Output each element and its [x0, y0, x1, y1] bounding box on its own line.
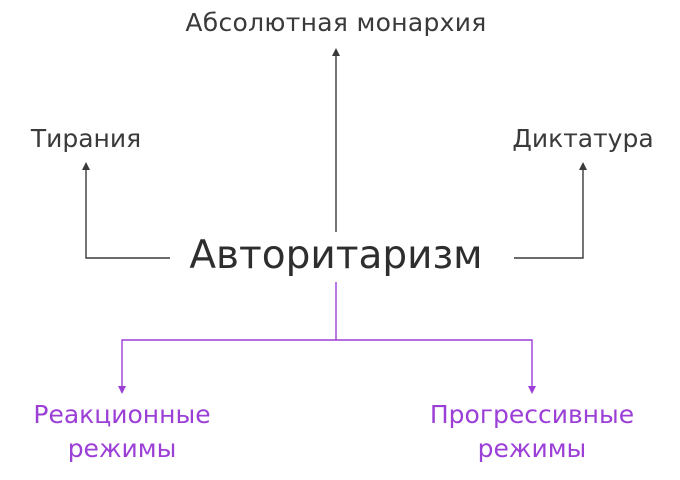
- node-progressive-line1: Прогрессивные: [429, 400, 635, 429]
- node-reactionary-line1: Реакционные: [33, 400, 211, 429]
- node-absolute-monarchy: Абсолютная монархия: [185, 8, 487, 37]
- connector-to-tyranny: [82, 162, 170, 259]
- node-authoritarianism: Авторитаризм: [179, 236, 493, 275]
- node-dictatorship: Диктатура: [512, 124, 654, 153]
- node-progressive-regimes: Прогрессивные режимы: [430, 398, 634, 466]
- connector-to-dictatorship: [514, 162, 587, 259]
- node-reactionary-line2: режимы: [67, 433, 177, 463]
- node-progressive-line2: режимы: [477, 433, 587, 463]
- node-tyranny: Тирания: [30, 124, 142, 153]
- connector-to-reactionary-regimes: [118, 339, 336, 394]
- connector-to-progressive-regimes: [336, 339, 536, 394]
- node-reactionary-regimes: Реакционные режимы: [33, 398, 210, 466]
